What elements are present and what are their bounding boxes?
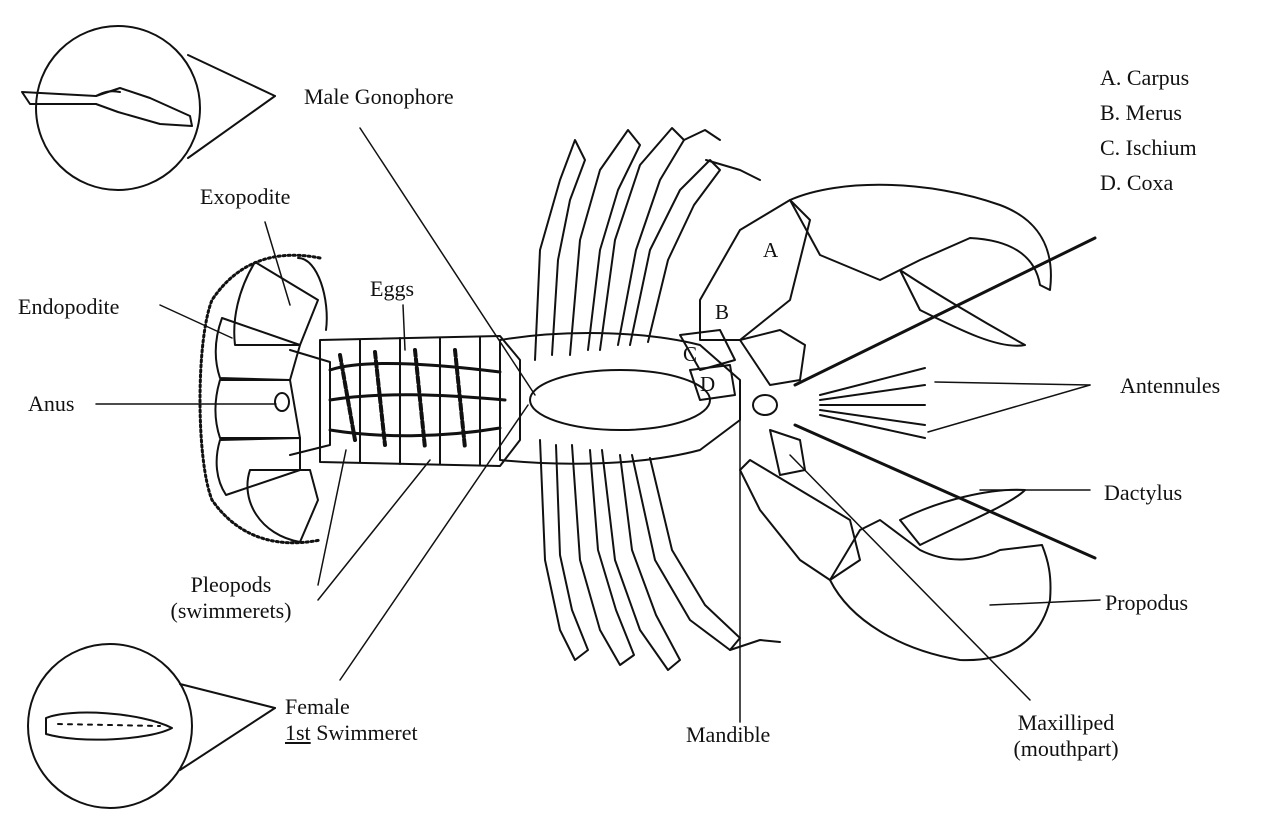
label-exopodite: Exopodite — [200, 184, 290, 210]
label-dactylus: Dactylus — [1104, 480, 1182, 506]
segment-legend: A. Carpus B. Merus C. Ischium D. Coxa — [1100, 60, 1197, 200]
walking-legs-lower — [540, 440, 780, 670]
segment-letter-b: B — [715, 300, 729, 325]
label-anus: Anus — [28, 391, 74, 417]
label-eggs: Eggs — [370, 276, 414, 302]
label-mandible: Mandible — [686, 722, 770, 748]
label-pleopods-line2: (swimmerets) — [150, 598, 312, 624]
propodus-leader — [990, 600, 1100, 605]
abdomen — [320, 336, 520, 466]
legend-item-ischium: C. Ischium — [1100, 130, 1197, 165]
eggs-leader — [403, 305, 405, 350]
female-swimmeret-leader — [340, 405, 528, 680]
label-female-rest: Swimmeret — [311, 720, 418, 745]
legend-item-carpus: A. Carpus — [1100, 60, 1197, 95]
leader-lines — [96, 128, 1100, 722]
male-gonophore-inset — [22, 26, 275, 190]
segment-letter-a: A — [763, 238, 778, 263]
legend-item-merus: B. Merus — [1100, 95, 1197, 130]
female-swimmeret-inset — [28, 644, 275, 808]
label-female-swimmeret: Female 1st Swimmeret — [285, 694, 418, 746]
mouthparts — [740, 330, 805, 475]
label-endopodite: Endopodite — [18, 294, 119, 320]
segment-letter-c: C — [683, 342, 697, 367]
label-maxilliped: Maxilliped (mouthpart) — [996, 710, 1136, 762]
label-female-ordinal: 1st — [285, 720, 311, 745]
label-female-line1: Female — [285, 694, 418, 720]
label-male-gonophore: Male Gonophore — [304, 84, 454, 110]
legend-item-coxa: D. Coxa — [1100, 165, 1197, 200]
label-propodus: Propodus — [1105, 590, 1188, 616]
male-gonophore-leader — [360, 128, 535, 395]
pleopods-leader-2 — [318, 460, 430, 600]
label-pleopods-line1: Pleopods — [150, 572, 312, 598]
label-pleopods: Pleopods (swimmerets) — [150, 572, 312, 624]
label-maxilliped-line2: (mouthpart) — [996, 736, 1136, 762]
upper-claw — [700, 185, 1051, 346]
label-antennules: Antennules — [1120, 373, 1220, 399]
antennules-leader-1 — [935, 382, 1090, 385]
label-maxilliped-line1: Maxilliped — [996, 710, 1136, 736]
pleopods-leader-1 — [318, 450, 346, 585]
walking-legs-upper — [535, 128, 760, 360]
exopodite-leader — [265, 222, 290, 305]
tail-fan — [200, 255, 330, 543]
antennules-leader-2 — [928, 385, 1090, 432]
segment-letter-d: D — [700, 372, 715, 397]
